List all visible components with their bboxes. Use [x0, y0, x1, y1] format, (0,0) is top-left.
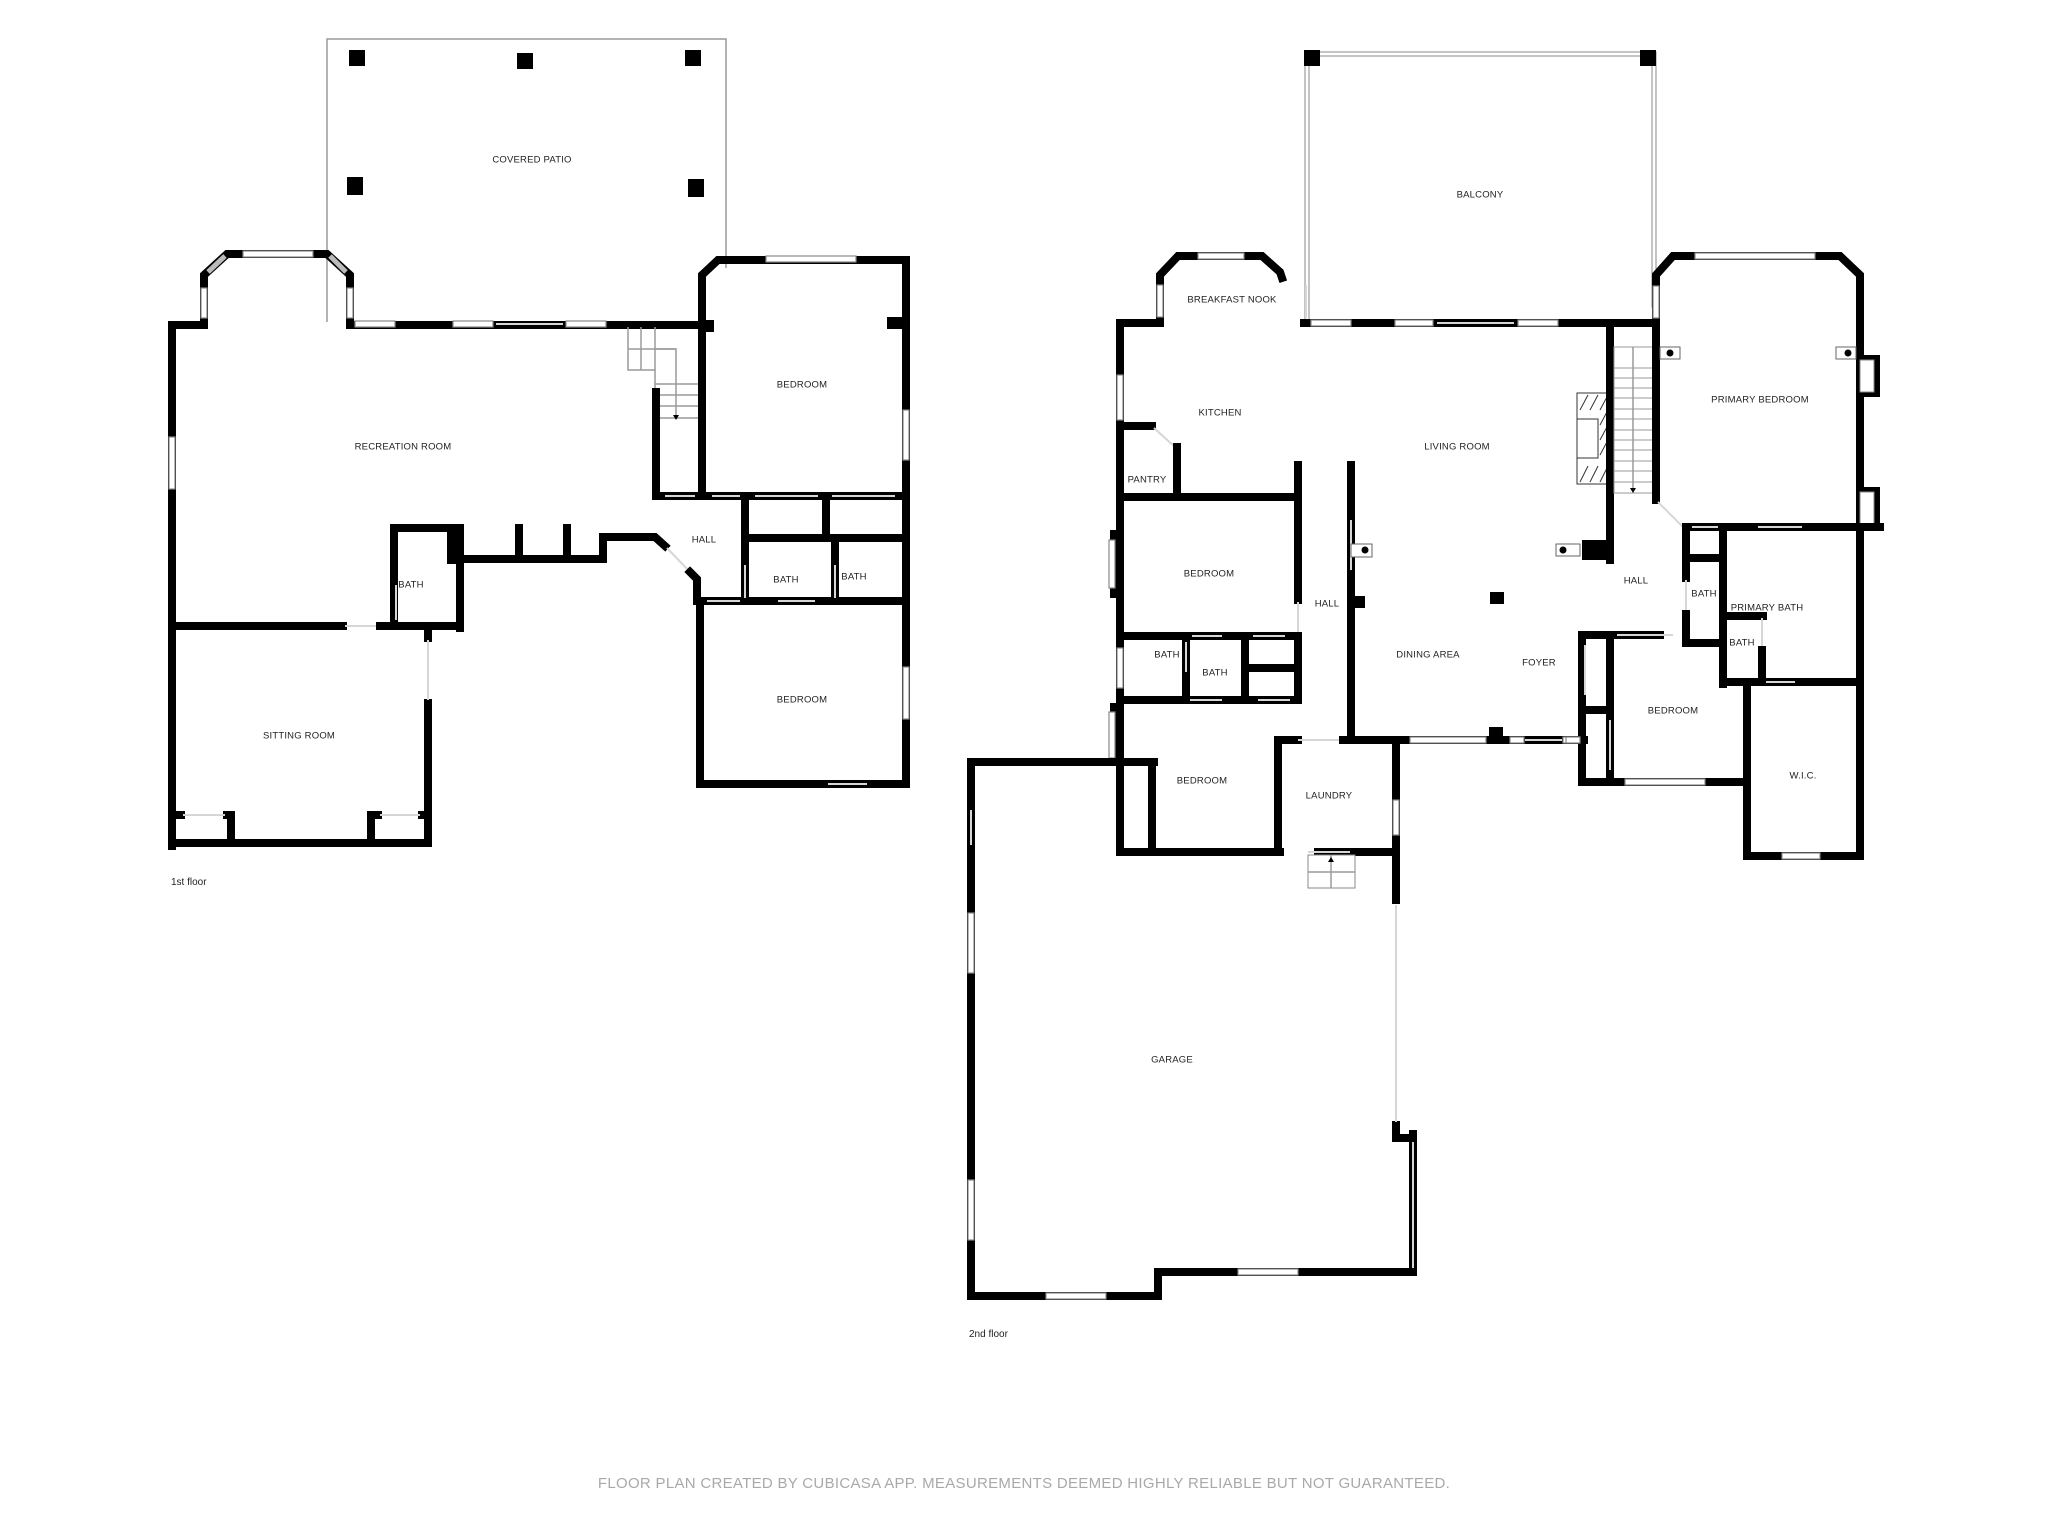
room-label-bath: BATH: [1154, 649, 1180, 661]
room-label-kitchen: KITCHEN: [1198, 407, 1242, 419]
room-label-bath: BATH: [841, 571, 867, 583]
room-label-hall: HALL: [1314, 598, 1340, 610]
laundry-steps-icon: [1307, 854, 1356, 889]
sitting-room-wall: [168, 622, 432, 847]
kitchen-wall: [1116, 252, 1288, 856]
first-floor-plan: [168, 38, 910, 850]
footer-disclaimer: FLOOR PLAN CREATED BY CUBICASA APP. MEAS…: [597, 1475, 1451, 1492]
room-label-bath: BATH: [1202, 667, 1228, 679]
second-floor-plan: [967, 50, 1884, 1300]
bedroom-wall: [698, 256, 910, 329]
room-label-laundry: LAUNDRY: [1305, 790, 1353, 802]
patio-columns: [347, 50, 704, 197]
first-floor-label: 1st floor: [171, 877, 207, 888]
room-label-bath: BATH: [1729, 637, 1755, 649]
stairs-icon: [1613, 346, 1655, 494]
room-label-wic: W.I.C.: [1789, 770, 1817, 782]
room-label-bedroom: BEDROOM: [776, 379, 828, 391]
room-label-primary-bedroom: PRIMARY BEDROOM: [1711, 394, 1809, 406]
room-label-sitting-room: SITTING ROOM: [262, 730, 336, 742]
fireplace-icon: [1576, 392, 1611, 485]
room-label-bedroom: BEDROOM: [1647, 705, 1699, 717]
room-label-dining-area: DINING AREA: [1396, 649, 1460, 661]
room-label-pantry: PANTRY: [1127, 474, 1167, 486]
recreation-room-wall: [168, 250, 354, 850]
balcony-railing: [1304, 50, 1657, 323]
room-label-bath: BATH: [1691, 588, 1717, 600]
column-post-icon: [1659, 346, 1857, 360]
room-label-bedroom: BEDROOM: [776, 694, 828, 706]
room-label-bedroom: BEDROOM: [1183, 568, 1235, 580]
second-floor-label: 2nd floor: [969, 1329, 1008, 1340]
garage-wall: [967, 758, 1417, 1300]
bath-wall: [390, 524, 464, 632]
column-post-icon: [1350, 543, 1373, 558]
room-label-hall: HALL: [691, 534, 717, 546]
room-label-bedroom: BEDROOM: [1176, 775, 1228, 787]
covered-patio-outline: [326, 38, 727, 322]
room-label-balcony: BALCONY: [1456, 189, 1504, 201]
room-label-bath: BATH: [773, 574, 799, 586]
column-post-icon: [1555, 543, 1581, 557]
room-label-bath: BATH: [398, 579, 424, 591]
room-label-garage: GARAGE: [1151, 1054, 1193, 1066]
room-label-breakfast-nook: BREAKFAST NOOK: [1187, 294, 1277, 306]
room-label-hall: HALL: [1623, 575, 1649, 587]
room-label-primary-bath: PRIMARY BATH: [1730, 602, 1804, 614]
room-label-covered-patio: COVERED PATIO: [492, 154, 572, 166]
room-label-foyer: FOYER: [1522, 657, 1556, 669]
room-label-recreation-room: RECREATION ROOM: [354, 441, 452, 453]
stairs-icon: [627, 327, 699, 420]
room-label-living-room: LIVING ROOM: [1424, 441, 1490, 453]
